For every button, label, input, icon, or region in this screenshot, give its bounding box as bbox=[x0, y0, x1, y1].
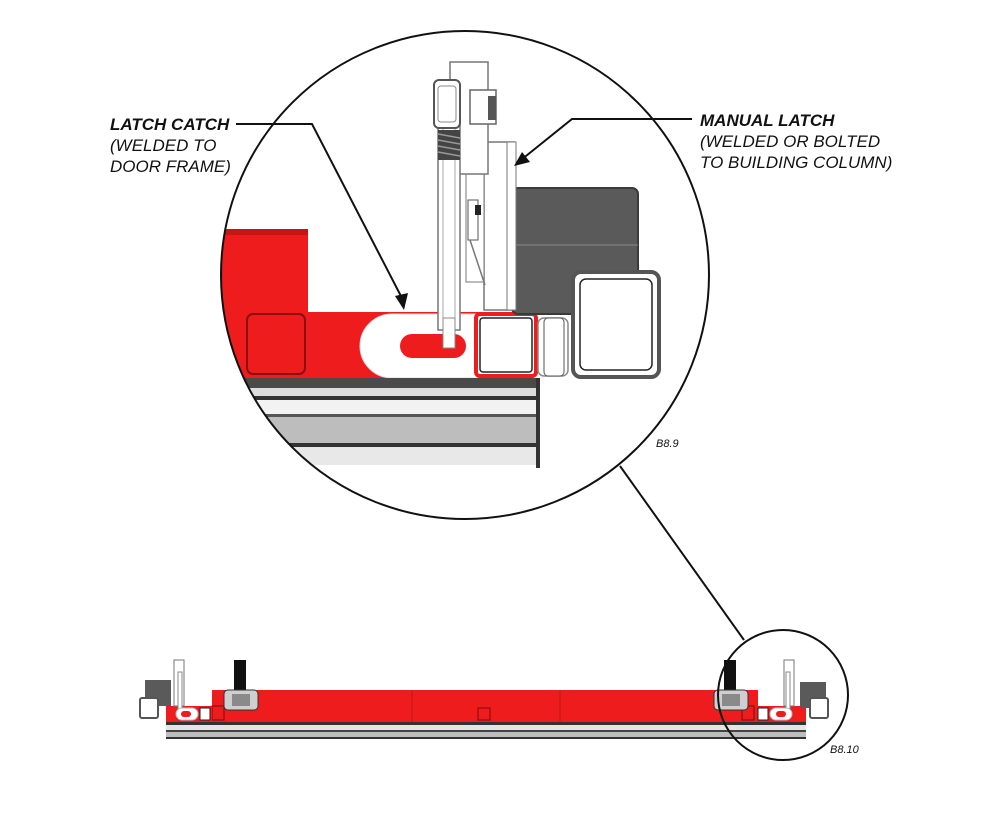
latch-catch-title: LATCH CATCH bbox=[110, 115, 230, 134]
overview-callout-circle bbox=[717, 629, 849, 761]
latch-catch-leader bbox=[236, 123, 405, 303]
door-panel bbox=[212, 690, 758, 722]
detail-view bbox=[222, 61, 661, 468]
latch-catch-note-2: DOOR FRAME) bbox=[110, 157, 231, 176]
overview-view bbox=[139, 659, 829, 739]
manual-latch-title: MANUAL LATCH bbox=[700, 111, 835, 130]
latch-spring bbox=[437, 130, 461, 160]
latch-slot bbox=[400, 334, 466, 358]
overview-figure-number: B8.10 bbox=[830, 744, 859, 756]
track-rail bbox=[222, 378, 540, 388]
manual-latch-leader bbox=[520, 118, 692, 161]
overview-rail bbox=[166, 722, 806, 725]
detail-figure-number: B8.9 bbox=[656, 438, 679, 450]
latch-catch-note-1: (WELDED TO bbox=[110, 136, 217, 155]
manual-latch-note-2: TO BUILDING COLUMN) bbox=[700, 153, 893, 172]
detail-circle bbox=[220, 30, 710, 520]
manual-latch-label: MANUAL LATCH (WELDED OR BOLTED TO BUILDI… bbox=[700, 110, 892, 173]
manual-latch-note-1: (WELDED OR BOLTED bbox=[700, 132, 881, 151]
frame-tube-left bbox=[246, 313, 306, 375]
detail-connector-line bbox=[619, 465, 745, 641]
latch-catch-label: LATCH CATCH (WELDED TO DOOR FRAME) bbox=[110, 114, 231, 177]
